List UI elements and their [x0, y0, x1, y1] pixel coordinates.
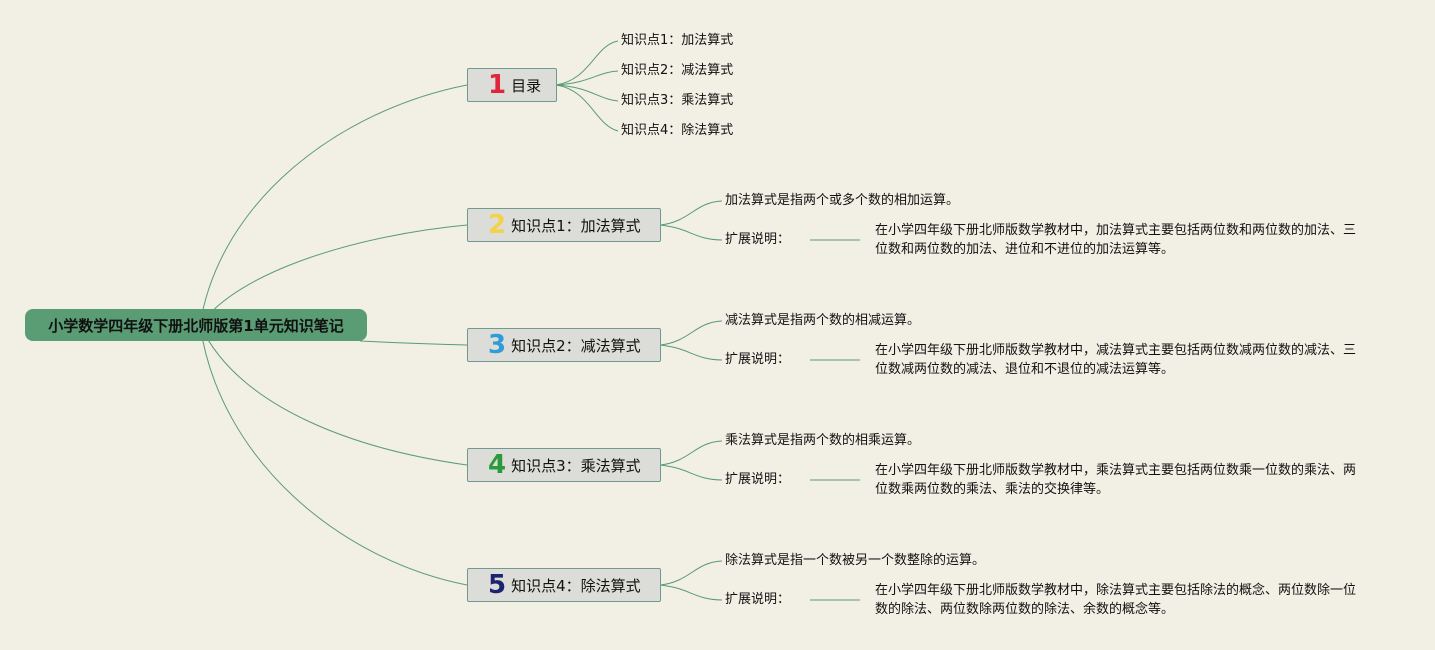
branch-node-addition[interactable]: 2 知识点1：加法算式: [467, 208, 661, 242]
link-b3-def: [659, 320, 723, 346]
link-b2-def: [659, 200, 723, 226]
number-1-badge: 1: [488, 70, 507, 100]
toc-item-4[interactable]: 知识点4：除法算式: [621, 123, 734, 138]
branch-node-division[interactable]: 5 知识点4：除法算式: [467, 568, 661, 602]
link-b5-def: [659, 560, 723, 586]
division-ext-detail[interactable]: 在小学四年级下册北师版数学教材中，除法算式主要包括除法的概念、两位数除一位数的除…: [875, 583, 1357, 617]
link-b4-def: [659, 440, 723, 466]
root-node[interactable]: 小学数学四年级下册北师版第1单元知识笔记: [25, 309, 367, 341]
branch-node-toc[interactable]: 1 目录: [467, 68, 557, 102]
number-5-badge: 5: [488, 570, 507, 600]
multiplication-definition[interactable]: 乘法算式是指两个数的相乘运算。: [725, 433, 921, 448]
number-4-badge: 4: [488, 450, 507, 480]
link-toc-item1: [555, 40, 619, 86]
toc-item-2[interactable]: 知识点2：减法算式: [621, 63, 734, 78]
division-definition[interactable]: 除法算式是指一个数被另一个数整除的运算。: [725, 553, 986, 568]
branch-label: 知识点1：加法算式: [511, 216, 641, 235]
link-b5-ext: [659, 584, 723, 601]
branch-label: 知识点2：减法算式: [511, 336, 641, 355]
multiplication-ext-detail[interactable]: 在小学四年级下册北师版数学教材中，乘法算式主要包括两位数乘一位数的乘法、两位数乘…: [875, 463, 1357, 497]
multiplication-ext-label[interactable]: 扩展说明：: [725, 472, 791, 487]
link-b3-ext: [659, 344, 723, 361]
branch-label: 知识点3：乘法算式: [511, 456, 641, 475]
toc-item-1[interactable]: 知识点1：加法算式: [621, 33, 734, 48]
addition-ext-label[interactable]: 扩展说明：: [725, 232, 791, 247]
link-toc-item2: [555, 70, 619, 86]
link-root-branch1: [199, 84, 468, 326]
subtraction-ext-label[interactable]: 扩展说明：: [725, 352, 791, 367]
link-root-branch4: [199, 324, 468, 466]
link-toc-item3: [555, 84, 619, 102]
link-root-branch3: [359, 340, 468, 346]
branch-label: 目录: [511, 76, 542, 95]
subtraction-definition[interactable]: 减法算式是指两个数的相减运算。: [725, 313, 921, 328]
number-3-badge: 3: [488, 330, 507, 360]
link-b2-ext: [659, 224, 723, 241]
link-toc-item4: [555, 84, 619, 132]
link-root-branch5: [199, 324, 468, 586]
division-ext-label[interactable]: 扩展说明：: [725, 592, 791, 607]
root-label: 小学数学四年级下册北师版第1单元知识笔记: [48, 316, 344, 335]
number-2-badge: 2: [488, 210, 507, 240]
addition-definition[interactable]: 加法算式是指两个或多个数的相加运算。: [725, 193, 960, 208]
subtraction-ext-detail[interactable]: 在小学四年级下册北师版数学教材中，减法算式主要包括两位数减两位数的减法、三位数减…: [875, 343, 1357, 377]
link-b4-ext: [659, 464, 723, 481]
addition-ext-detail[interactable]: 在小学四年级下册北师版数学教材中，加法算式主要包括两位数和两位数的加法、三位数和…: [875, 223, 1357, 257]
branch-label: 知识点4：除法算式: [511, 576, 641, 595]
toc-item-3[interactable]: 知识点3：乘法算式: [621, 93, 734, 108]
branch-node-multiplication[interactable]: 4 知识点3：乘法算式: [467, 448, 661, 482]
branch-node-subtraction[interactable]: 3 知识点2：减法算式: [467, 328, 661, 362]
link-root-branch2: [199, 224, 468, 326]
